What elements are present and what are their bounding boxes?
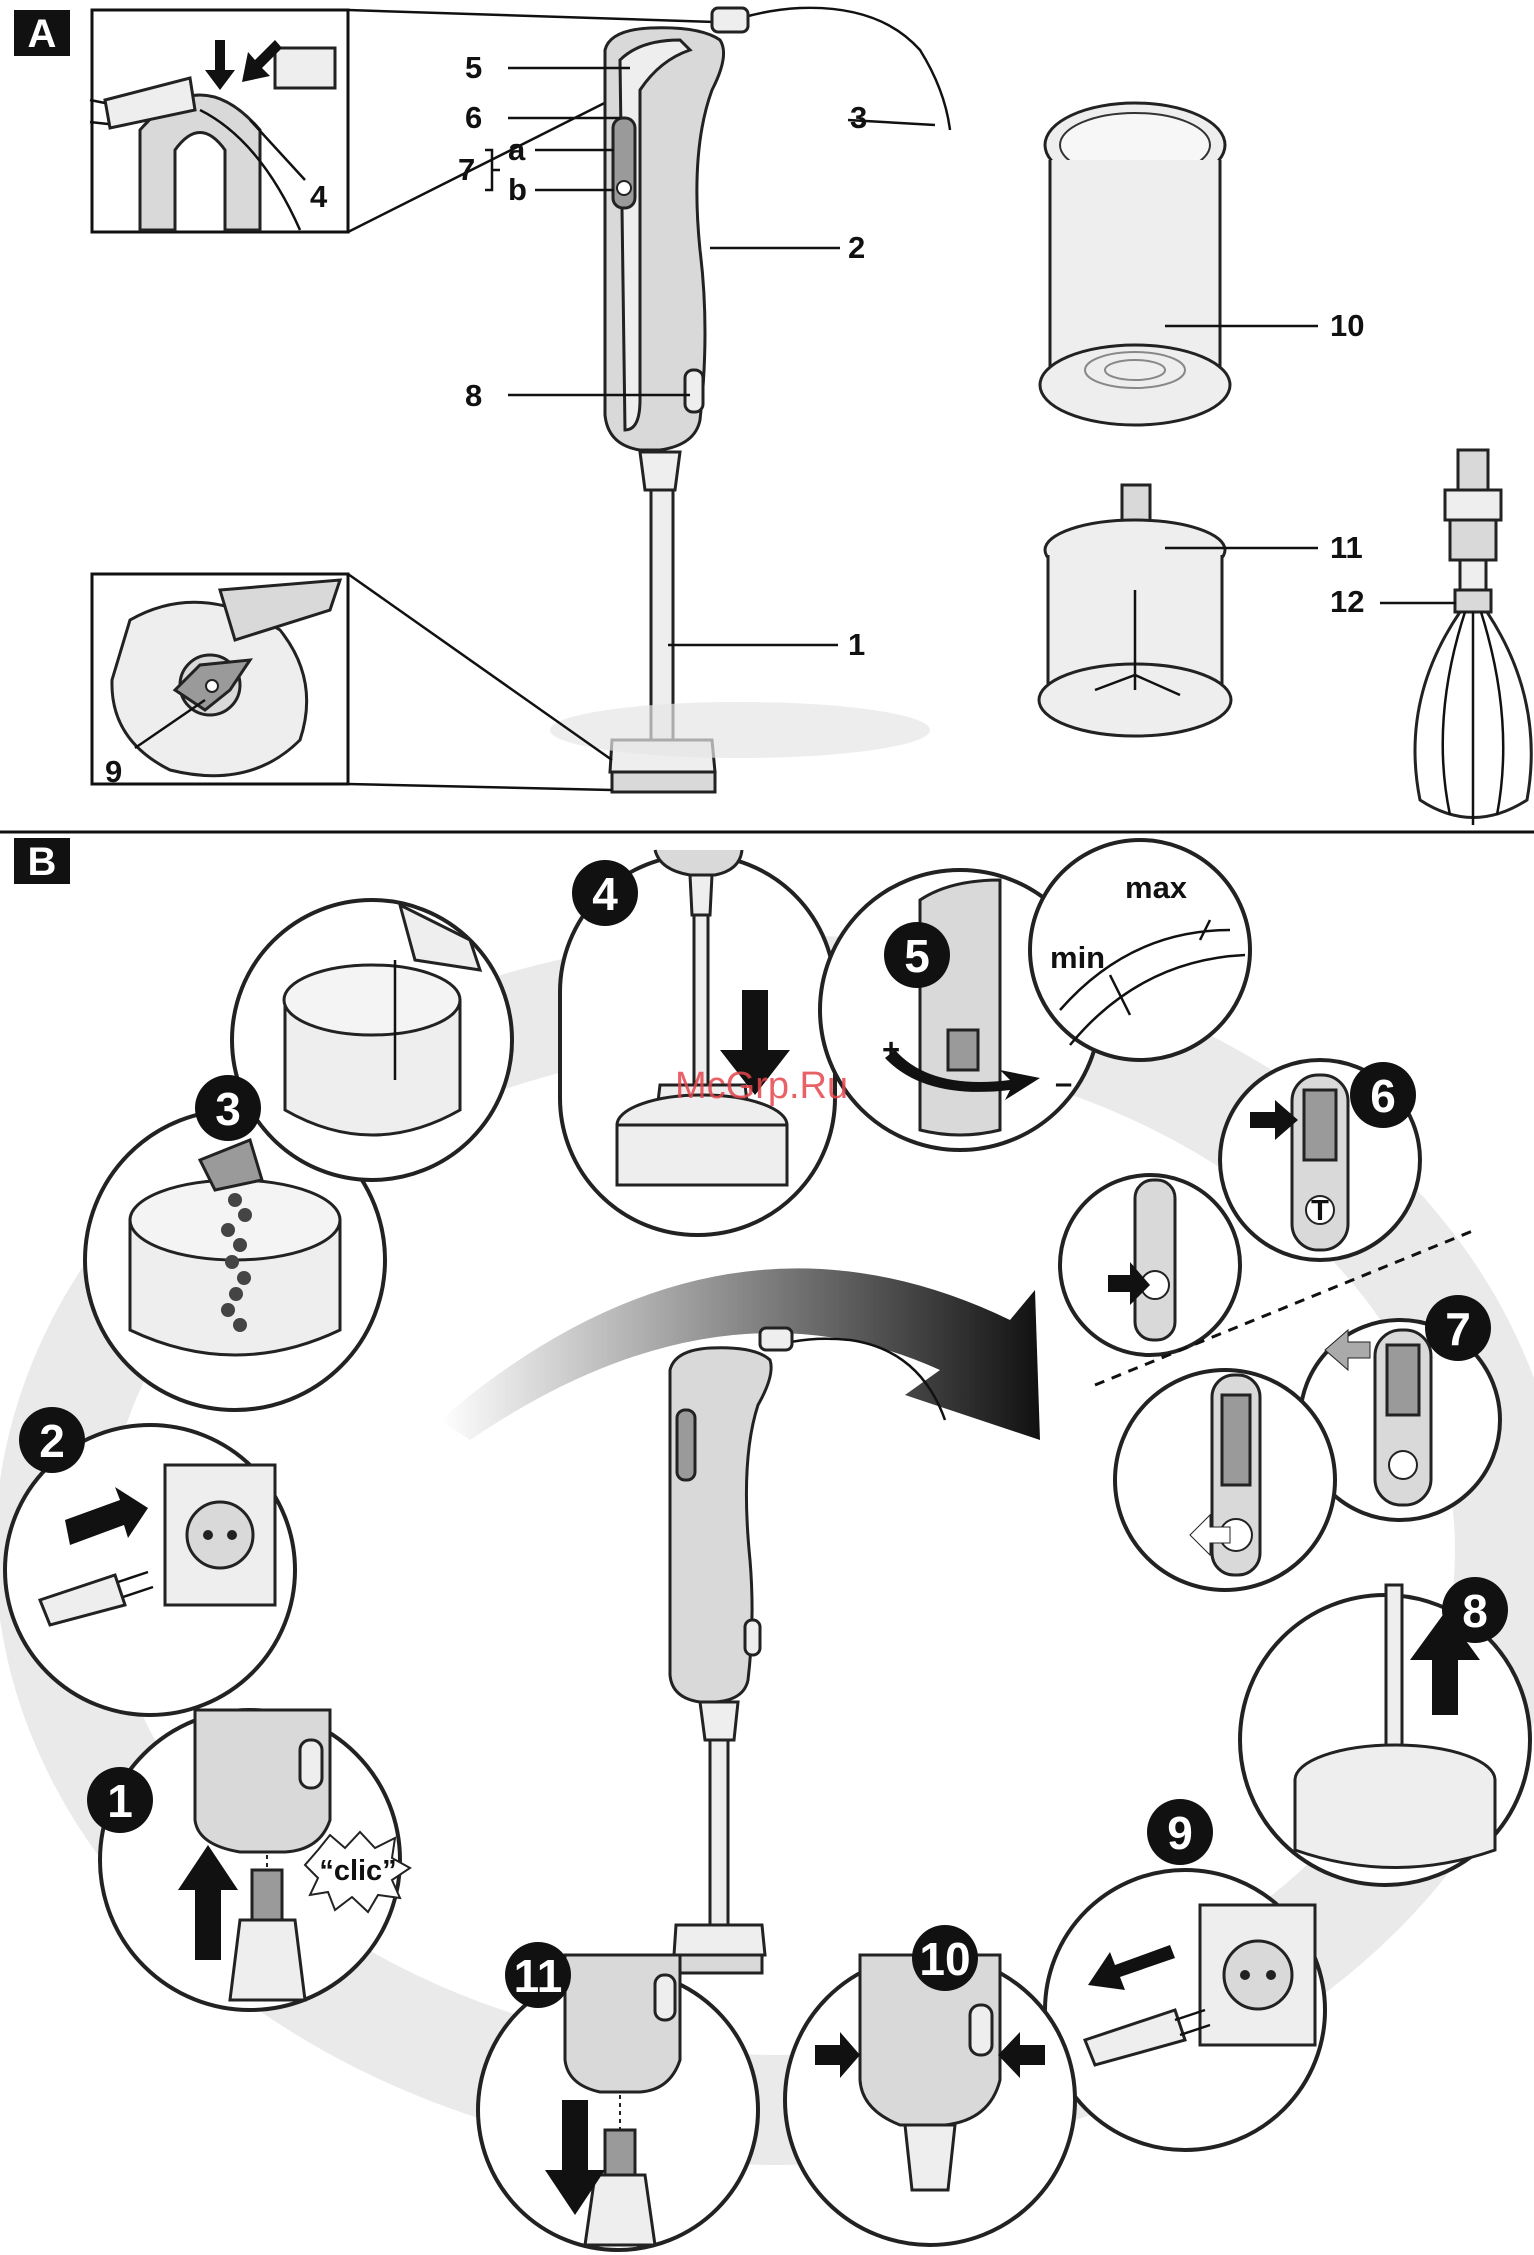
step-11-number: 11: [514, 1950, 563, 2002]
step-9-panel: 9: [1045, 1799, 1325, 2150]
watermark: McGrp.Ru: [675, 1065, 848, 1107]
hand-blender-illustration: [550, 8, 950, 792]
part-label-3: 3: [850, 100, 867, 135]
step-10-panel: 10: [785, 1925, 1075, 2245]
section-b: B: [5, 838, 1530, 2250]
part-label-11: 11: [1330, 530, 1363, 565]
part-label-4: 4: [310, 179, 328, 214]
step-11-panel: 11: [478, 1942, 758, 2250]
part-label-6: 6: [465, 100, 482, 135]
step-4-panel: 4: [560, 850, 835, 1235]
part-label-8: 8: [465, 378, 482, 413]
step-1-number: 1: [107, 1775, 133, 1827]
step-5-number: 5: [904, 930, 930, 982]
step-3-number: 3: [215, 1083, 241, 1135]
step-9-number: 9: [1167, 1807, 1193, 1859]
section-b-tag: B: [28, 840, 57, 884]
step-3-panel: 3: [85, 900, 512, 1410]
step-6-number: 6: [1370, 1070, 1396, 1122]
step-2-number: 2: [39, 1415, 65, 1467]
step-8-number: 8: [1462, 1585, 1488, 1637]
speed-plus-label: +: [882, 1032, 900, 1067]
part-label-7a: a: [508, 132, 526, 167]
step-4-number: 4: [592, 868, 618, 920]
step-8-panel: 8: [1240, 1577, 1530, 1885]
max-mark-label: max: [1125, 870, 1188, 905]
section-a: A: [0, 8, 1534, 832]
part-label-10: 10: [1330, 308, 1364, 343]
step-7-number: 7: [1445, 1303, 1471, 1355]
min-mark-label: min: [1050, 940, 1105, 975]
whisk-illustration: [1415, 450, 1531, 825]
part-label-7: 7: [458, 152, 475, 187]
part-label-5: 5: [465, 50, 482, 85]
beaker-illustration: [1040, 103, 1230, 425]
part-label-1: 1: [848, 627, 865, 662]
chopper-illustration: [1039, 485, 1231, 736]
inset-blade: [92, 574, 612, 790]
step-2-panel: 2: [5, 1407, 295, 1715]
speed-minus-label: –: [1055, 1065, 1072, 1100]
t-button-mark: T: [1311, 1195, 1329, 1227]
part-label-7b: b: [508, 172, 527, 207]
central-blender: [670, 1328, 945, 1973]
part-label-9: 9: [105, 754, 122, 789]
part-label-2: 2: [848, 230, 865, 265]
clic-label: “clic”: [319, 1855, 396, 1887]
part-label-12: 12: [1330, 584, 1364, 619]
step-10-number: 10: [919, 1933, 970, 1985]
section-a-tag: A: [28, 12, 57, 56]
